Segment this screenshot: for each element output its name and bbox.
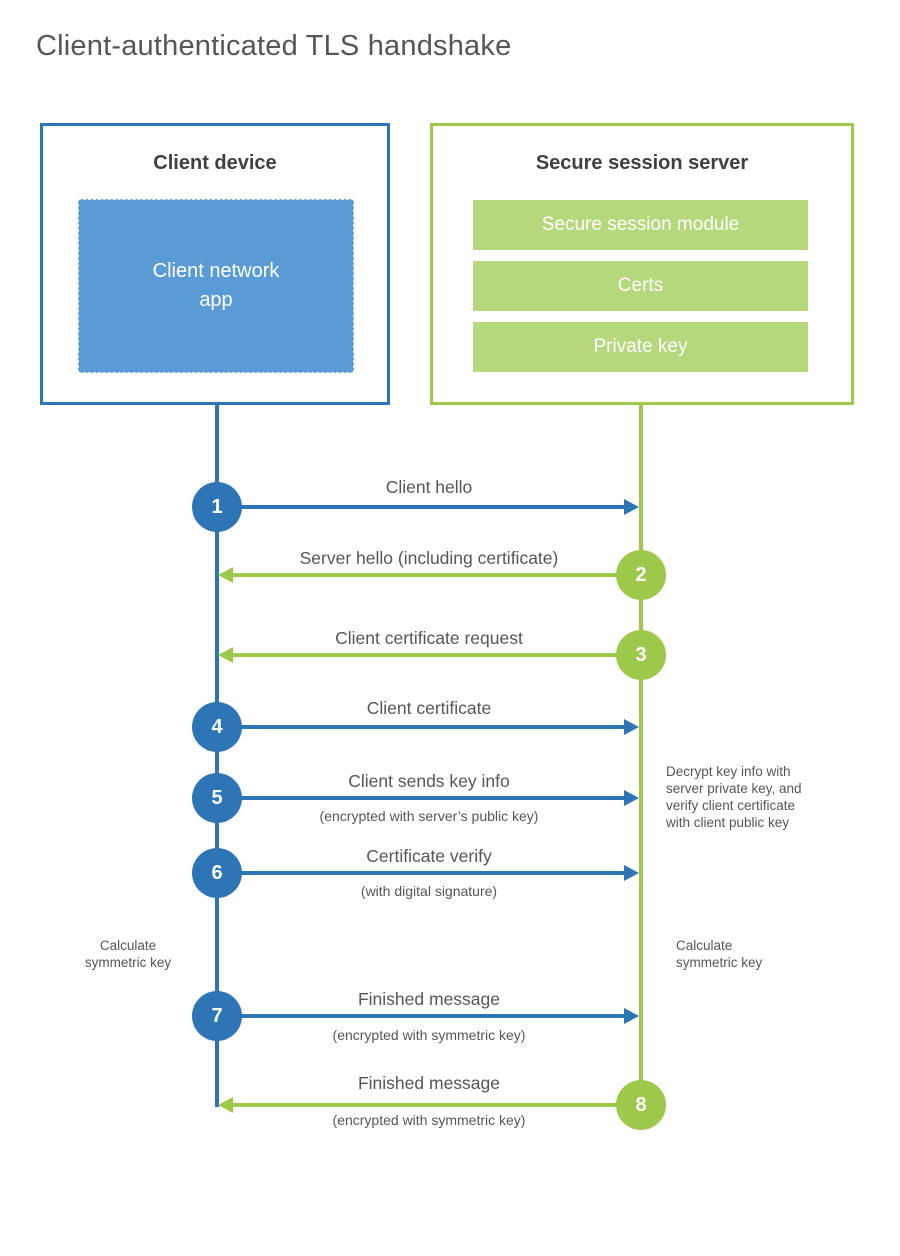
message-label: Client certificate [366,698,492,718]
message-sublabel: (encrypted with symmetric key) [332,1112,526,1128]
arrowhead-right-icon [624,719,639,735]
calculate-symmetric-key-note-client: Calculate symmetric key [84,938,172,971]
step-number: 7 [211,1004,223,1027]
server-module-bar: Certs [473,261,808,311]
message-arrow [230,725,626,729]
step-number: 4 [211,715,223,738]
client-lifeline [215,405,219,1107]
message-label: Finished message [357,989,501,1009]
arrowhead-right-icon [624,1008,639,1024]
step-circle: 7 [192,991,242,1041]
client-network-app-label: Client network app [152,260,280,311]
message-label: Finished message [357,1073,501,1093]
message-arrow [232,653,625,657]
message-arrow [232,1103,625,1107]
server-module-label: Private key [593,336,688,357]
server-module-bar: Secure session module [473,200,808,250]
message-sublabel: (encrypted with server’s public key) [319,808,539,824]
message-label: Client certificate request [335,628,523,648]
message-label: Client hello [385,477,473,497]
message-label: Server hello (including certificate) [299,548,559,568]
step-number: 8 [635,1093,647,1116]
client-network-app-box: Client network app [78,199,354,373]
step-number: 1 [211,495,223,518]
step-number: 5 [211,786,223,809]
message-label: Client sends key info [348,771,510,791]
arrowhead-left-icon [218,567,233,583]
message-arrow [232,573,625,577]
step-circle: 5 [192,773,242,823]
client-device-title: Client device [153,152,277,174]
arrowhead-right-icon [624,865,639,881]
message-arrow [230,505,626,509]
arrowhead-right-icon [624,499,639,515]
message-arrow [230,796,626,800]
step-circle: 3 [616,630,666,680]
message-arrow [230,1014,626,1018]
server-title: Secure session server [535,152,749,174]
calculate-symmetric-key-note-server: Calculate symmetric key [676,938,763,971]
step-number: 6 [211,861,223,884]
arrowhead-left-icon [218,647,233,663]
step-circle: 2 [616,550,666,600]
arrowhead-right-icon [624,790,639,806]
step-circle: 8 [616,1080,666,1130]
message-sublabel: (with digital signature) [360,883,498,899]
step-circle: 1 [192,482,242,532]
server-lifeline [639,405,643,1107]
page-title: Client-authenticated TLS handshake [36,30,512,62]
message-label: Certificate verify [366,846,492,866]
message-sublabel: (encrypted with symmetric key) [332,1027,526,1043]
step-number: 3 [635,643,647,666]
step-circle: 4 [192,702,242,752]
server-module-bar: Private key [473,322,808,372]
step-number: 2 [635,563,647,586]
server-module-label: Certs [617,275,664,296]
server-module-label: Secure session module [541,214,740,235]
step-circle: 6 [192,848,242,898]
message-arrow [230,871,626,875]
decrypt-note: Decrypt key info with server private key… [666,764,802,831]
arrowhead-left-icon [218,1097,233,1113]
